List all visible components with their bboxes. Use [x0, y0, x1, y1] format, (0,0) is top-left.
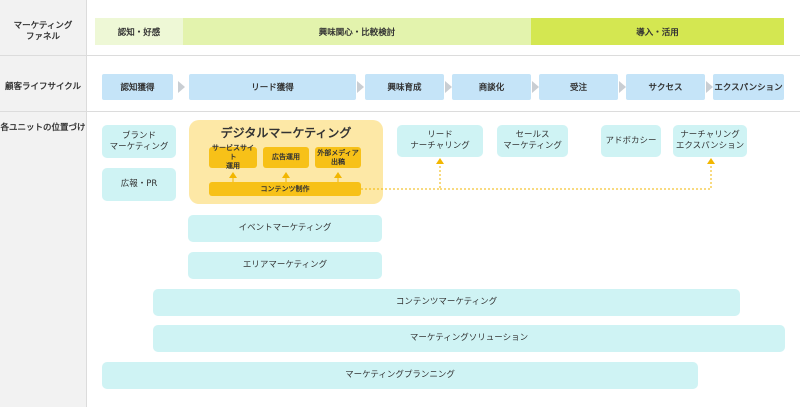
- unit-area-marketing: エリアマーケティング: [188, 252, 382, 279]
- row-label-units: 各ユニットの位置づけ: [0, 123, 86, 133]
- funnel-stage-adoption: 導入・活用: [531, 18, 784, 45]
- funnel-stage-awareness: 認知・好感: [95, 18, 183, 45]
- lifecycle-stage-nurturing: 興味育成: [365, 74, 444, 100]
- row-label-lifecycle: 顧客ライフサイクル: [4, 82, 82, 92]
- unit-content-marketing: コンテンツマーケティング: [153, 289, 740, 316]
- lifecycle-stage-opportunity: 商談化: [452, 74, 531, 100]
- up-arrow-icon: [229, 172, 237, 178]
- unit-content-production: コンテンツ制作: [209, 182, 361, 196]
- up-arrow-icon: [282, 172, 290, 178]
- unit-sales-marketing: セールス マーケティング: [497, 125, 568, 157]
- chevron-right-icon: [357, 81, 364, 93]
- chevron-right-icon: [178, 81, 185, 93]
- chevron-right-icon: [445, 81, 452, 93]
- unit-service-site: サービスサイト 運用: [209, 144, 257, 170]
- unit-ad-operation: 広告運用: [263, 147, 309, 168]
- divider: [0, 55, 800, 56]
- dashed-connector-line: [361, 164, 712, 190]
- funnel-stage-consideration: 興味関心・比較検討: [183, 18, 531, 45]
- unit-marketing-planning: マーケティングプランニング: [102, 362, 698, 389]
- chevron-right-icon: [619, 81, 626, 93]
- unit-external-media: 外部メディア 出稿: [315, 147, 361, 168]
- up-arrow-icon: [707, 158, 715, 164]
- divider: [0, 111, 800, 112]
- unit-event-marketing: イベントマーケティング: [188, 215, 382, 242]
- unit-lead-nurturing: リード ナーチャリング: [397, 125, 483, 157]
- row-label-column: [0, 0, 87, 407]
- unit-advocacy: アドボカシー: [601, 125, 661, 157]
- unit-pr: 広報・PR: [102, 168, 176, 201]
- lifecycle-stage-awareness-acquisition: 認知獲得: [102, 74, 173, 100]
- up-arrow-icon: [334, 172, 342, 178]
- lifecycle-stage-expansion: エクスパンション: [713, 74, 784, 100]
- up-arrow-icon: [436, 158, 444, 164]
- unit-nurturing-expansion: ナーチャリング エクスパンション: [673, 125, 747, 157]
- digital-marketing-title: デジタルマーケティング: [220, 126, 352, 140]
- row-label-funnel: マーケティング ファネル: [13, 21, 73, 42]
- lifecycle-stage-lead-acquisition: リード獲得: [189, 74, 356, 100]
- unit-marketing-solution: マーケティングソリューション: [153, 325, 785, 352]
- chevron-right-icon: [532, 81, 539, 93]
- lifecycle-stage-success: サクセス: [626, 74, 705, 100]
- lifecycle-stage-order: 受注: [539, 74, 618, 100]
- chevron-right-icon: [706, 81, 713, 93]
- unit-brand-marketing: ブランド マーケティング: [102, 125, 176, 158]
